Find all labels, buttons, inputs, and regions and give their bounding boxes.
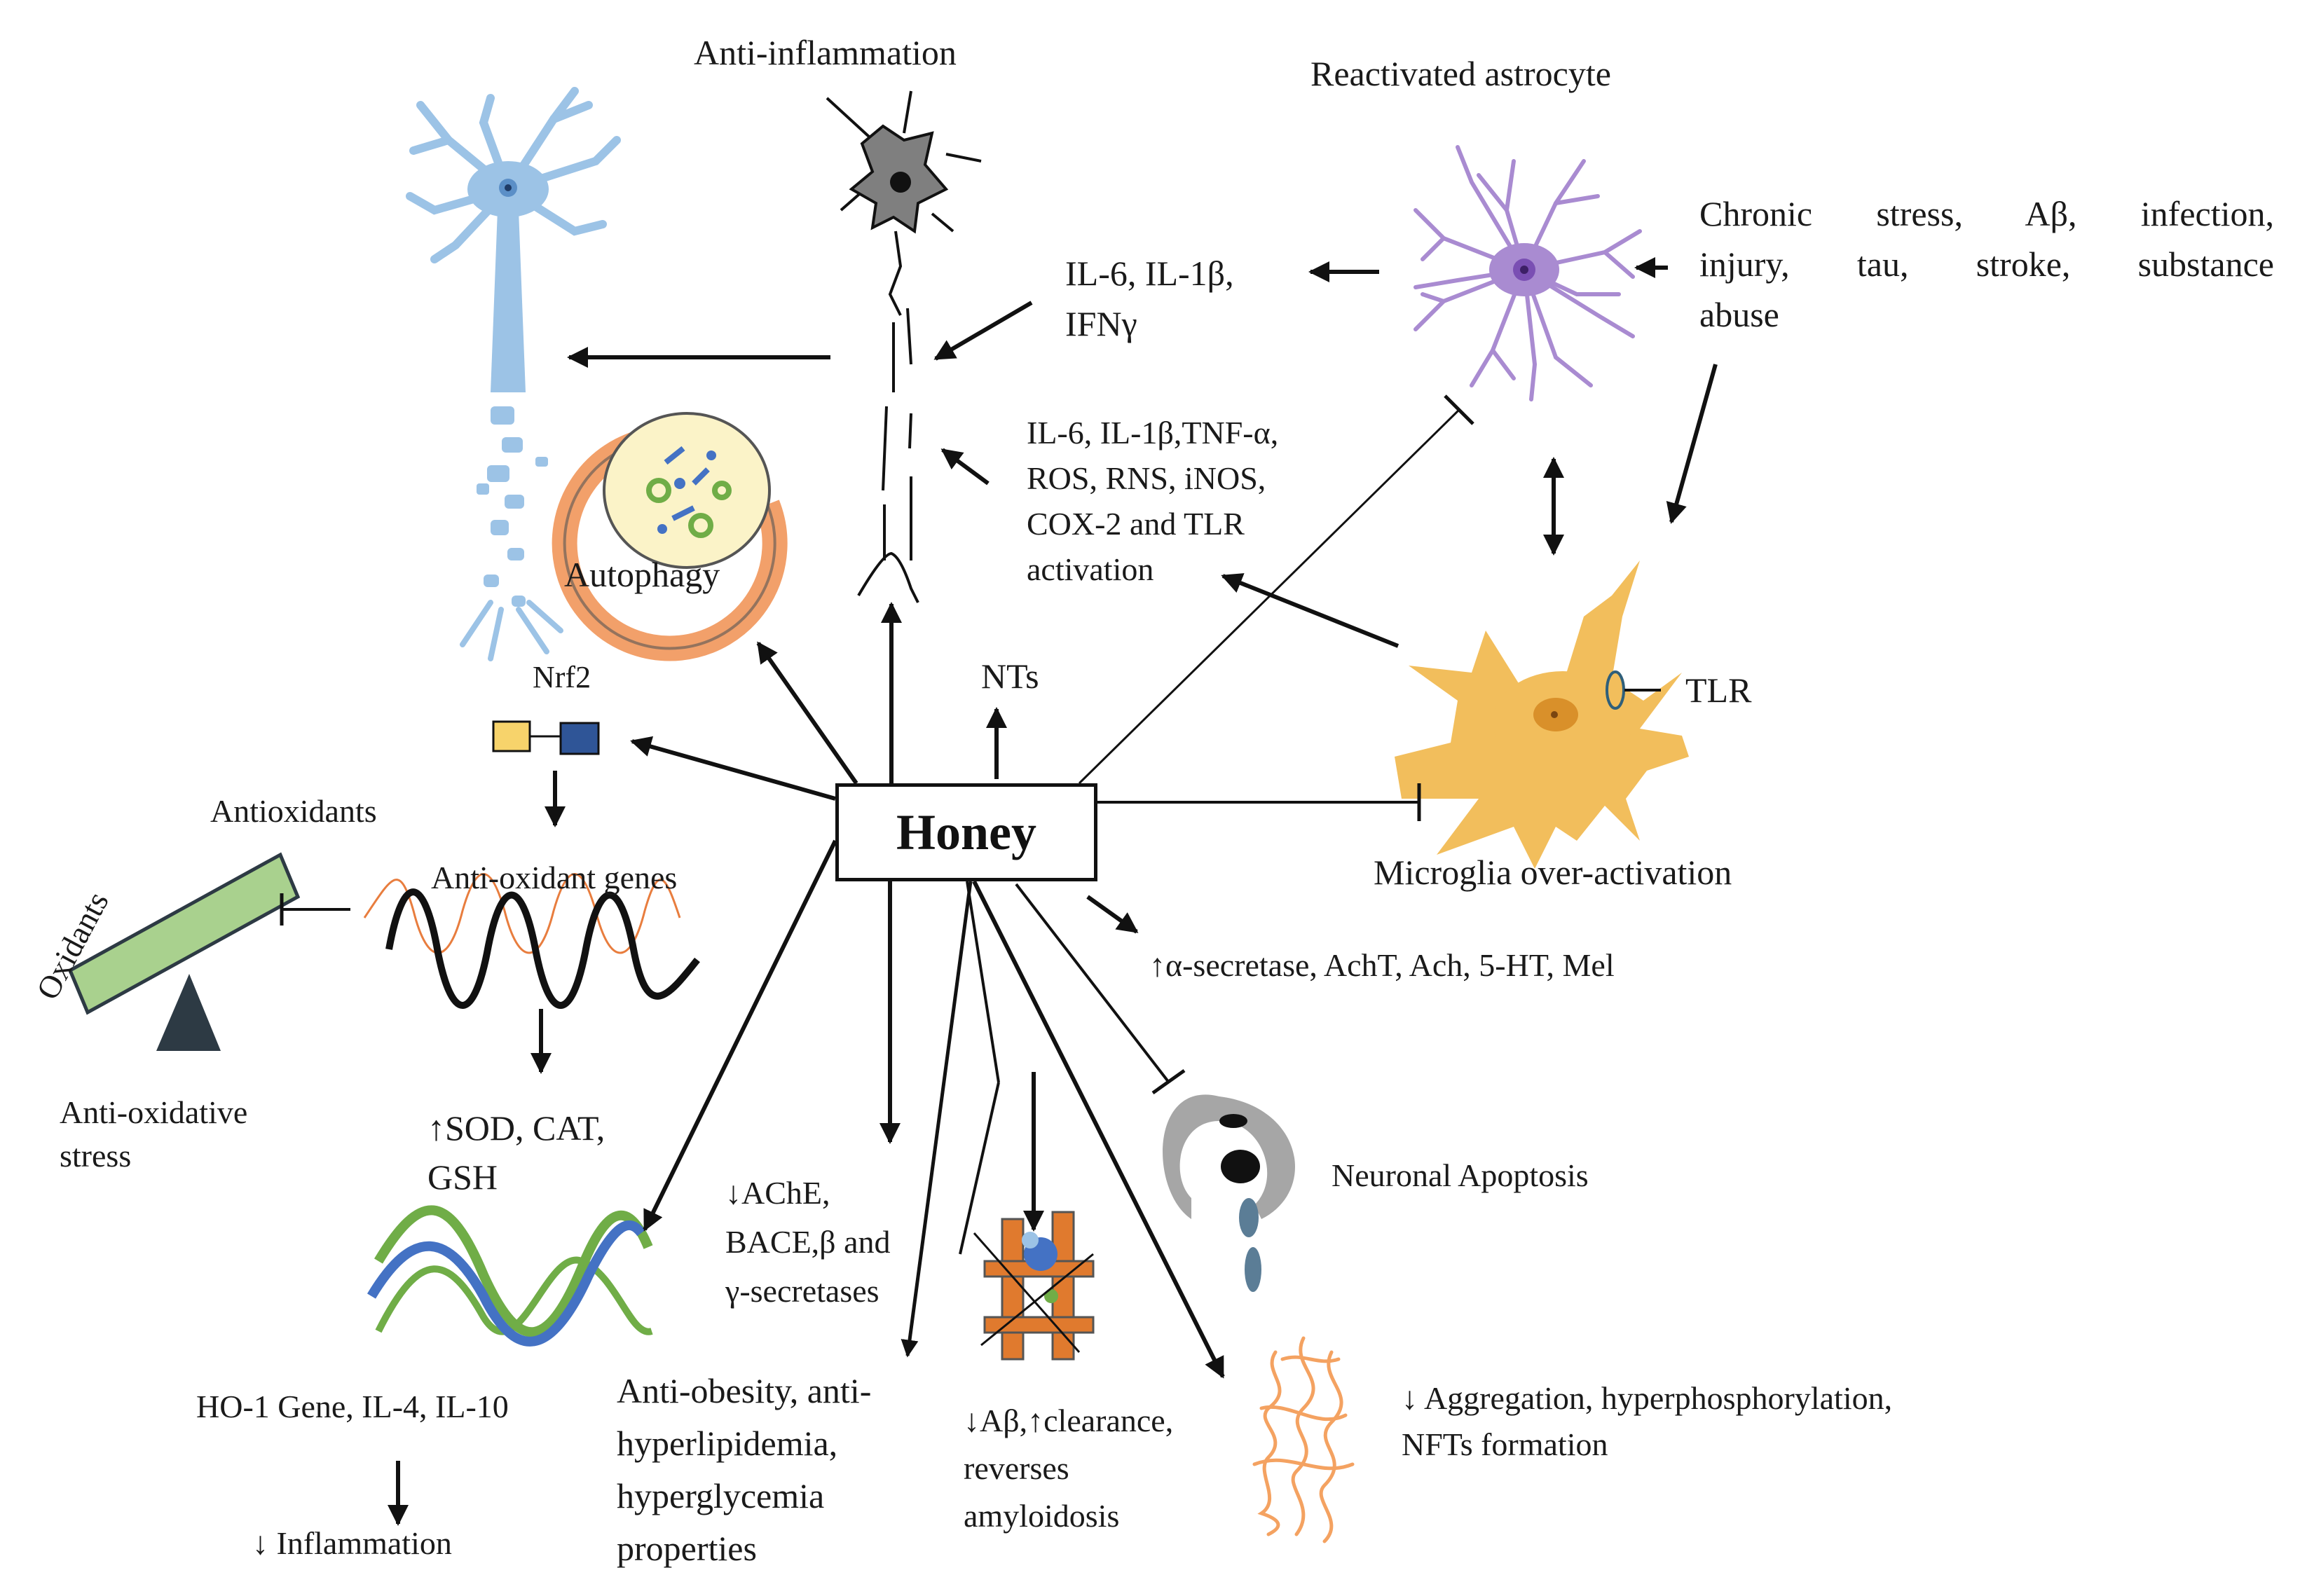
honey-label: Honey xyxy=(896,804,1036,860)
anti-obesity-line3: hyperglycemia xyxy=(617,1476,825,1515)
ache-line3: γ-secretases xyxy=(725,1273,879,1309)
ho1-label: HO-1 Gene, IL-4, IL-10 xyxy=(196,1389,509,1424)
reactivated-astrocyte-label: Reactivated astrocyte xyxy=(1310,54,1611,93)
cytokines-2-line3: COX-2 and TLR xyxy=(1027,506,1245,542)
anti-inflammation-cell-icon xyxy=(826,90,982,603)
neuronal-apoptosis-label: Neuronal Apoptosis xyxy=(1332,1157,1589,1193)
abeta-line1: ↓Aβ,↑clearance, xyxy=(964,1403,1174,1438)
chronic-stress-line1: Chronic stress, Aβ, infection, xyxy=(1699,194,2274,233)
anti-obesity-line1: Anti-obesity, anti- xyxy=(617,1371,872,1410)
gene-wave-icon xyxy=(363,873,700,1009)
ache-line1: ↓AChE, xyxy=(725,1175,830,1211)
autophagy-icon xyxy=(552,412,788,661)
autophagy-label: Autophagy xyxy=(564,555,720,594)
arrow-honey-to-nrf2 xyxy=(630,736,836,801)
nrf2-icon xyxy=(492,720,600,755)
anti-obesity-line2: hyperlipidemia, xyxy=(617,1424,838,1463)
aggregation-line2: NFTs formation xyxy=(1402,1426,1608,1462)
seesaw-icon xyxy=(67,852,301,1051)
anti-inflammation-label: Anti-inflammation xyxy=(694,33,957,72)
cytokines-1-line2: IFNγ xyxy=(1065,304,1137,343)
arrow-cytokines2-to-cell xyxy=(940,448,990,486)
chronic-stress-line3: abuse xyxy=(1699,295,1779,334)
cytokines-1-line1: IL-6, IL-1β, xyxy=(1065,254,1234,293)
secretase-up-label: ↑α-secretase, AchT, Ach, 5-HT, Mel xyxy=(1149,947,1615,983)
connections xyxy=(280,257,1718,1526)
sod-cat-line1: ↑SOD, CAT, xyxy=(427,1108,605,1148)
aggregation-line1: ↓ Aggregation, hyperphosphorylation, xyxy=(1402,1380,1893,1416)
abeta-line3: amyloidosis xyxy=(964,1498,1120,1534)
anti-oxidant-genes-label: Anti-oxidant genes xyxy=(431,860,678,895)
antioxidants-label: Antioxidants xyxy=(210,793,377,829)
honey-node: Honey xyxy=(835,783,1097,881)
line-honey-to-amyloid xyxy=(966,881,1000,1083)
arrow-honey-to-tau xyxy=(972,880,1225,1379)
arrow-microglia-to-cytokines xyxy=(1221,573,1399,648)
arrow-honey-to-anti-obesity xyxy=(901,881,973,1358)
cytokines-2-line4: activation xyxy=(1027,551,1154,587)
cytokines-2-line2: ROS, RNS, iNOS, xyxy=(1027,460,1266,496)
arrow-cytokines-to-cell xyxy=(933,301,1033,361)
inhibit-apoptosis xyxy=(1015,883,1170,1084)
inflammation-down-label: ↓ Inflammation xyxy=(252,1525,452,1561)
cytokines-2-line1: IL-6, IL-1β,TNF-α, xyxy=(1027,415,1279,450)
tlr-label: TLR xyxy=(1685,670,1752,710)
neuron-icon xyxy=(406,87,621,661)
dna-helix-icon xyxy=(367,1205,653,1347)
ache-line2: BACE,β and xyxy=(725,1224,891,1260)
nrf2-label: Nrf2 xyxy=(533,660,591,694)
astrocyte-icon xyxy=(1413,145,1642,401)
arrow-stress-to-microglia xyxy=(1666,364,1718,524)
arrow-honey-to-autophagy xyxy=(756,641,858,785)
microglia-over-activation-label: Microglia over-activation xyxy=(1374,853,1732,892)
anti-oxidative-stress-line2: stress xyxy=(60,1138,132,1174)
amyloid-plaque-icon xyxy=(973,1211,1095,1361)
abeta-line2: reverses xyxy=(964,1450,1069,1486)
sod-cat-line2: GSH xyxy=(427,1157,498,1197)
apoptosis-cell-icon xyxy=(1163,1094,1295,1292)
nts-label: NTs xyxy=(981,656,1039,696)
arrow-honey-to-dna xyxy=(643,839,837,1232)
tau-tangle-icon xyxy=(1252,1336,1355,1543)
anti-oxidative-stress-line1: Anti-oxidative xyxy=(60,1094,248,1130)
chronic-stress-line2: injury, tau, stroke, substance xyxy=(1699,245,2274,284)
anti-obesity-line4: properties xyxy=(617,1529,757,1568)
microglia-icon xyxy=(1395,560,1689,869)
arrow-honey-to-secretase xyxy=(1086,895,1139,934)
